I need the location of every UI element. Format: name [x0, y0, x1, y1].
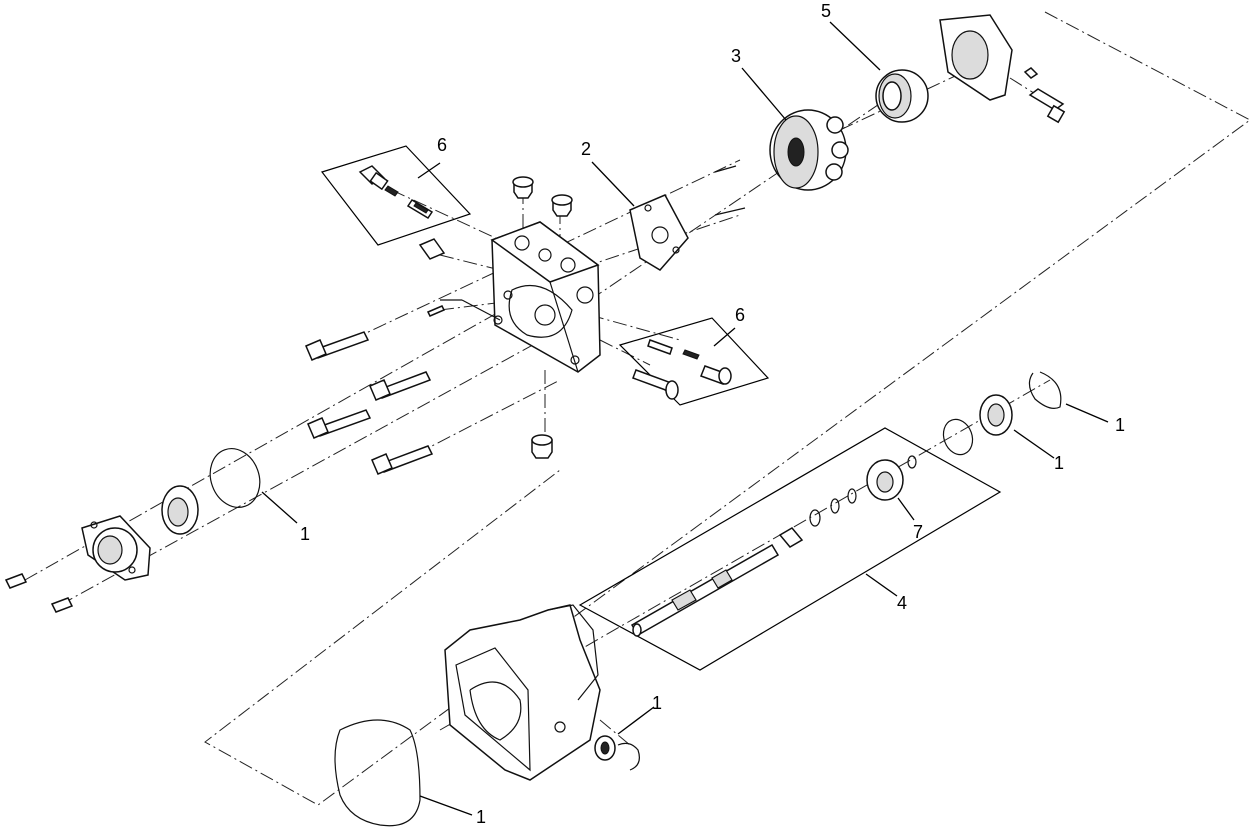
pump-housing	[444, 604, 601, 781]
callout-1-snap-ring: 1	[1115, 415, 1125, 435]
detent-pin	[426, 299, 501, 321]
callout-1-shaft-seal: 1	[652, 693, 662, 713]
rotating-group	[769, 109, 849, 191]
o-ring-left	[209, 448, 261, 508]
charge-pump-cover	[81, 515, 151, 581]
kit-box-6-mid	[618, 317, 770, 406]
block-plugs	[418, 176, 573, 459]
o-ring-right	[942, 418, 974, 456]
gerotor-set	[161, 485, 199, 535]
callout-3: 3	[731, 46, 741, 66]
callout-1-o-ring-left: 1	[300, 524, 310, 544]
kit-box-6-top	[320, 145, 472, 246]
callout-1-housing-gasket: 1	[476, 807, 486, 827]
valve-block	[490, 221, 601, 373]
snap-ring	[1028, 371, 1062, 409]
housing-gasket	[334, 719, 421, 827]
port-plate	[629, 165, 746, 271]
relief-valve-top	[358, 165, 434, 220]
callout-5: 5	[821, 1, 831, 21]
bolts	[4, 331, 434, 613]
swash-bearing	[875, 69, 929, 123]
callout-2: 2	[581, 139, 591, 159]
callout-7: 7	[913, 522, 923, 542]
callout-1-seal: 1	[1054, 453, 1064, 473]
callout-6-top: 6	[437, 135, 447, 155]
assembly-boundary-line	[204, 11, 1251, 806]
callout-labels: 6 2 3 5 6 1 1 7 4 1 1 1	[300, 1, 1125, 827]
relief-valve-mid	[632, 339, 732, 400]
kit-box-4-shaft	[578, 427, 1002, 671]
leader-lines	[261, 21, 1109, 816]
shaft-seal-bottom	[594, 735, 640, 771]
drive-shaft	[630, 488, 857, 637]
callout-4: 4	[897, 593, 907, 613]
shaft-seal-right	[979, 394, 1013, 436]
callout-6-mid: 6	[735, 305, 745, 325]
end-cap-housing	[939, 14, 1066, 124]
shaft-bearing	[866, 455, 917, 501]
